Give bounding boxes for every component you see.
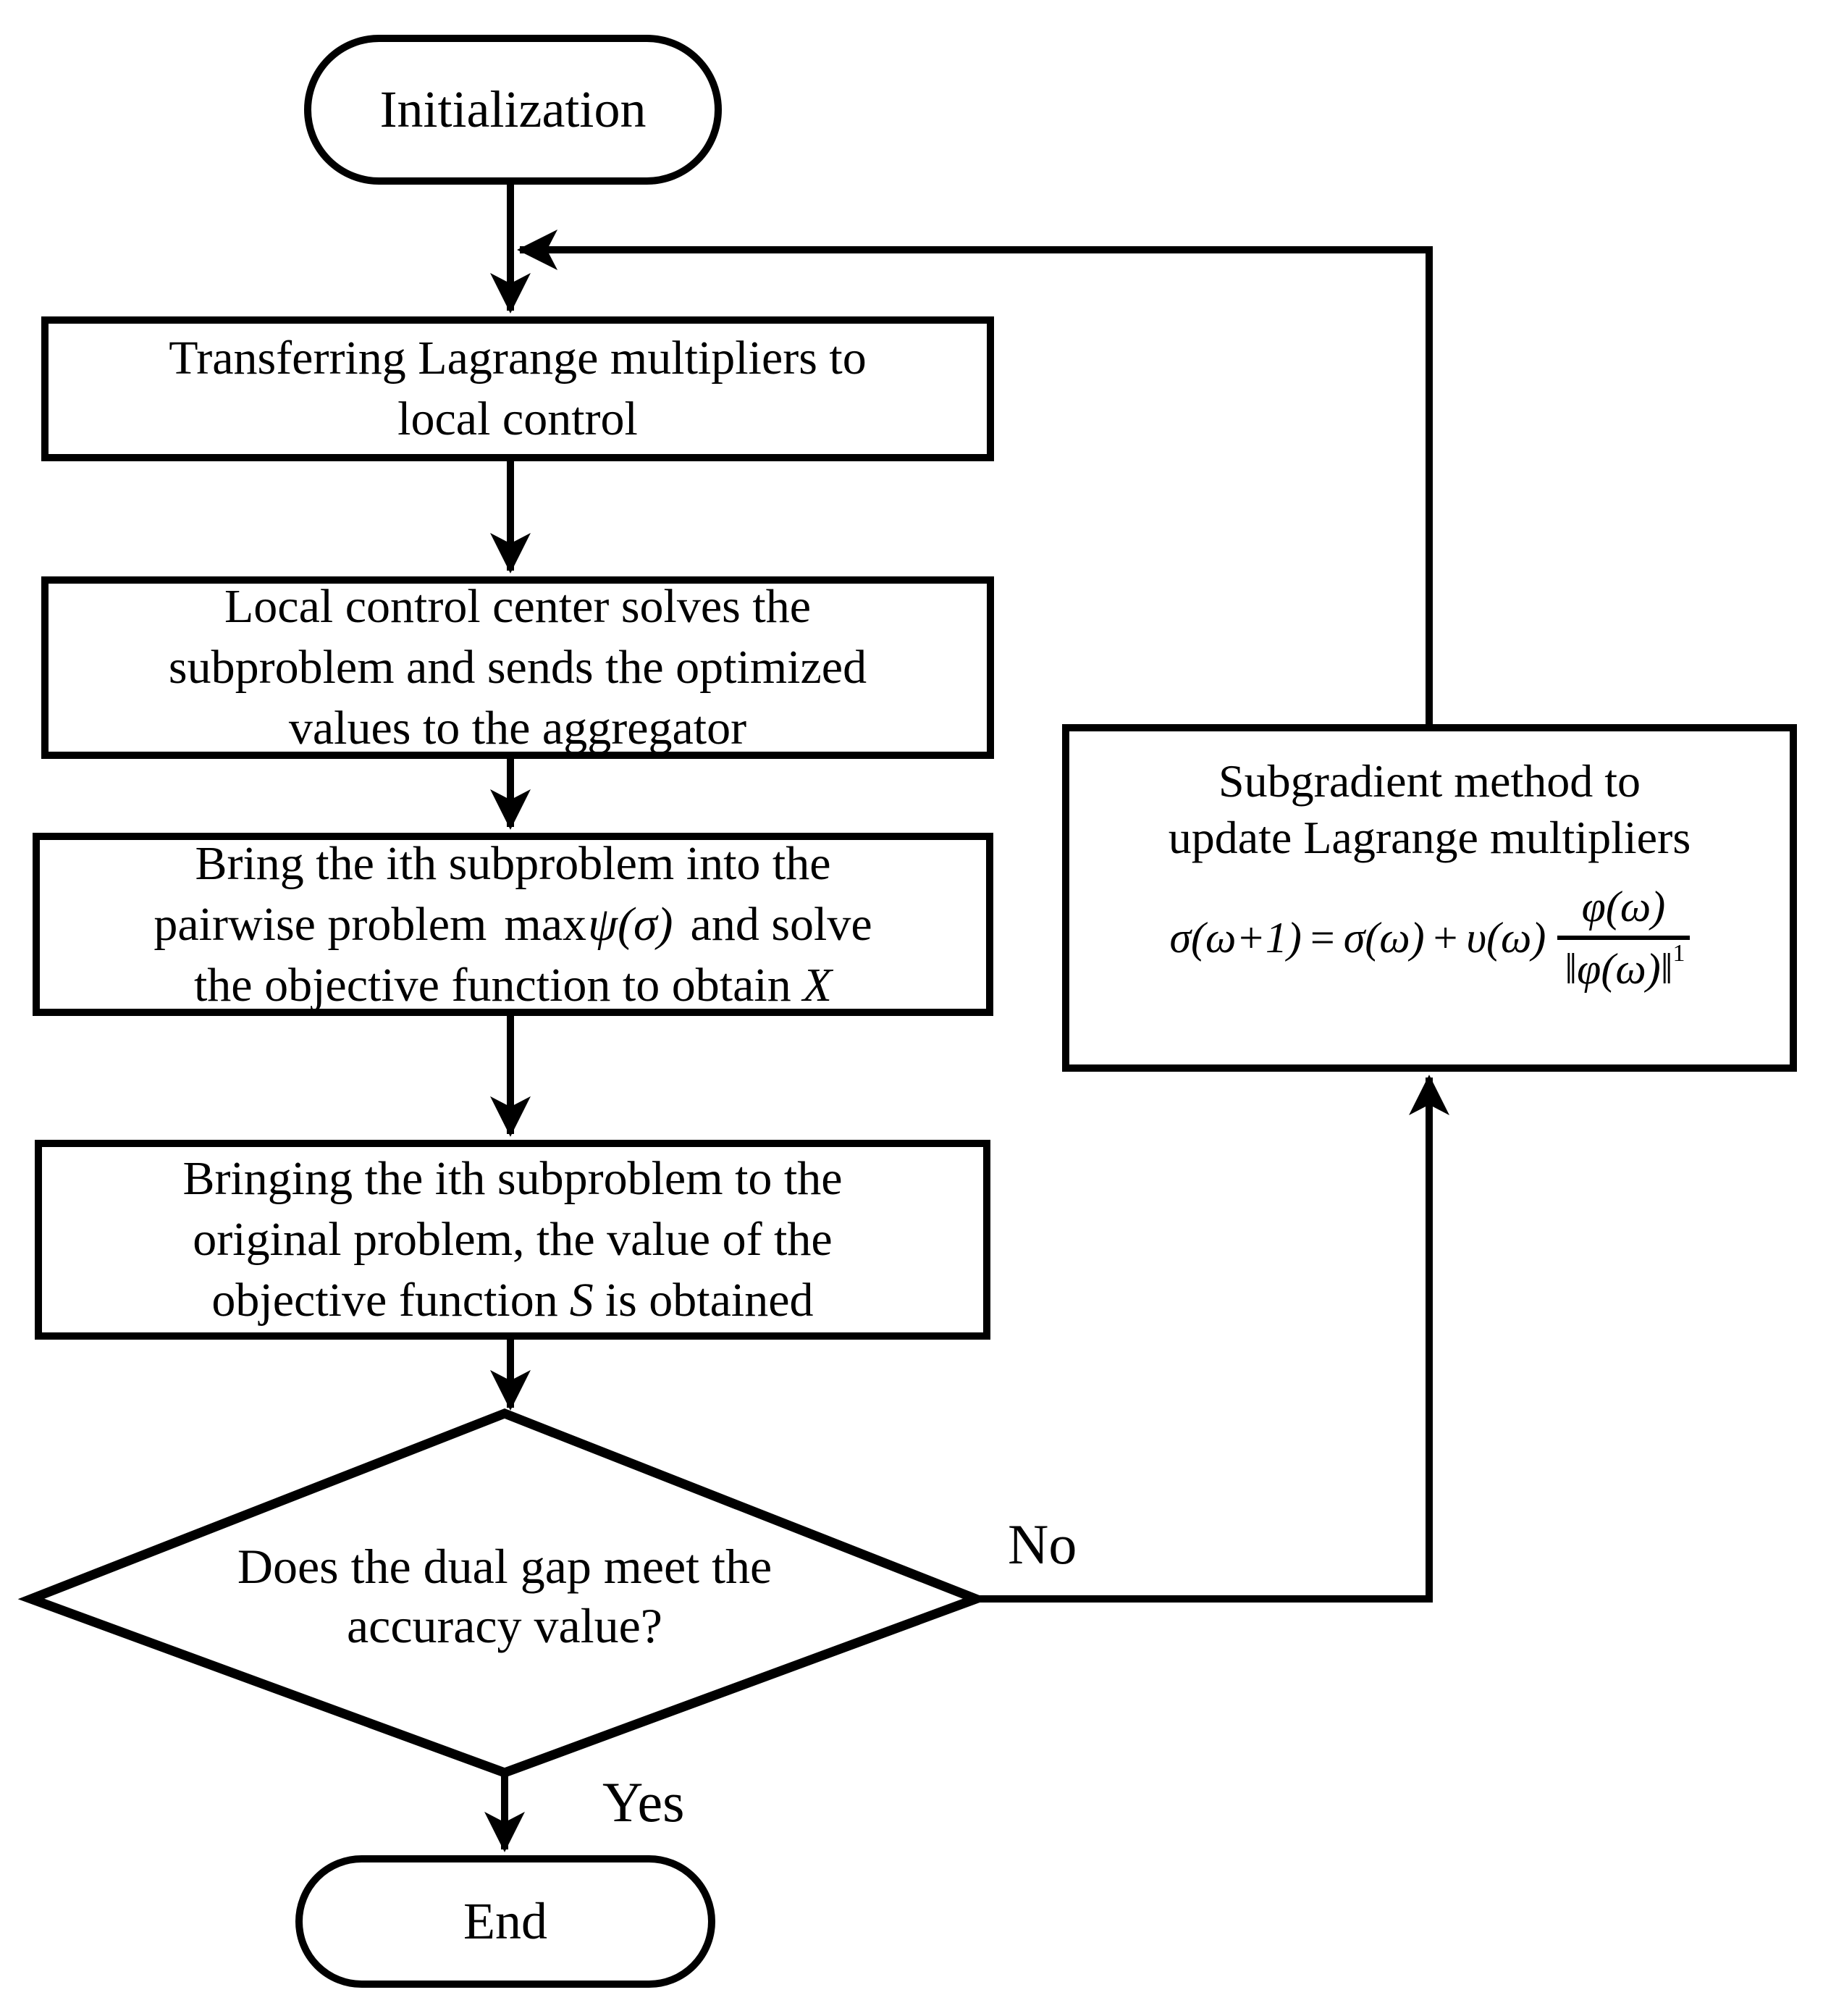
formula-norm: ‖φ(ω)‖ <box>1565 945 1673 993</box>
connector-decision-no-to-subgradient <box>976 1075 1449 1603</box>
math-symbols: ψ(σ) <box>588 897 673 951</box>
text-segment: pairwise problem <box>153 897 487 951</box>
process-text-line: Bringing the ith subproblem to the <box>182 1152 843 1205</box>
process-text-line: Subgradient method to <box>1218 755 1641 807</box>
math-operator: max <box>504 897 587 951</box>
formula-denominator: ‖φ(ω)‖ 1 <box>1557 936 1690 993</box>
process-text-line: subproblem and sends the optimized <box>168 641 867 694</box>
formula-equals: = <box>1310 914 1335 962</box>
process-transfer-multipliers: Transferring Lagrange multipliers to loc… <box>41 316 994 461</box>
formula-fraction: φ(ω) ‖φ(ω)‖ 1 <box>1557 883 1690 993</box>
process-local-control-solve: Local control center solves the subprobl… <box>41 576 994 759</box>
text-segment: and solve <box>690 897 872 951</box>
edge-label-no: No <box>1008 1513 1077 1576</box>
math-symbols: X <box>802 958 833 1012</box>
decision-diamond-shape <box>17 1408 990 1778</box>
end-node-label: End <box>463 1892 547 1950</box>
process-bring-subproblem-pairwise: Bring the ith subproblem into the pairwi… <box>33 833 993 1016</box>
process-text-line: Bring the ith subproblem into the <box>195 836 831 890</box>
process-text-line: objective function S is obtained <box>211 1270 813 1331</box>
process-text-line: values to the aggregator <box>288 702 747 755</box>
text-segment: objective function <box>211 1274 558 1327</box>
formula-lhs: σ(ω+1) <box>1169 914 1302 962</box>
formula-plus: + <box>1433 914 1458 962</box>
process-subgradient-update: Subgradient method to update Lagrange mu… <box>1062 724 1797 1072</box>
start-node-label: Initialization <box>379 80 647 138</box>
connector-subgradient-loop-back <box>517 230 1433 724</box>
process-text-line: the objective function to obtain X <box>194 955 832 1016</box>
decision-text-line: Does the dual gap meet the <box>237 1539 772 1594</box>
formula-term1: σ(ω) <box>1343 914 1425 962</box>
process-text-line: Transferring Lagrange multipliers to <box>169 332 867 385</box>
math-expression: max ψ(σ) <box>504 894 673 955</box>
formula-norm-superscript: 1 <box>1672 940 1685 967</box>
decision-text-line: accuracy value? <box>347 1598 662 1653</box>
process-text-line: pairwise problem max ψ(σ) and solve <box>153 894 872 955</box>
edge-label-yes: Yes <box>602 1771 685 1834</box>
process-text-line: update Lagrange multipliers <box>1168 812 1691 863</box>
process-text-line: Local control center solves the <box>224 580 811 633</box>
math-symbols: S <box>569 1274 594 1327</box>
subgradient-formula: σ(ω+1) = σ(ω) + υ(ω) φ(ω) ‖φ(ω)‖ 1 <box>1169 883 1690 993</box>
decision-dual-gap: Does the dual gap meet the accuracy valu… <box>106 1537 903 1655</box>
process-text-line: local control <box>397 392 638 445</box>
formula-term2: υ(ω) <box>1466 914 1546 962</box>
formula-numerator: φ(ω) <box>1581 883 1666 931</box>
process-text-line: original problem, the value of the <box>193 1213 833 1266</box>
text-segment: the objective function to obtain <box>193 958 791 1012</box>
process-bring-subproblem-original: Bringing the ith subproblem to the origi… <box>35 1140 990 1340</box>
text-segment: is obtained <box>605 1274 814 1327</box>
end-node: End <box>295 1855 715 1988</box>
start-node: Initialization <box>304 35 722 185</box>
